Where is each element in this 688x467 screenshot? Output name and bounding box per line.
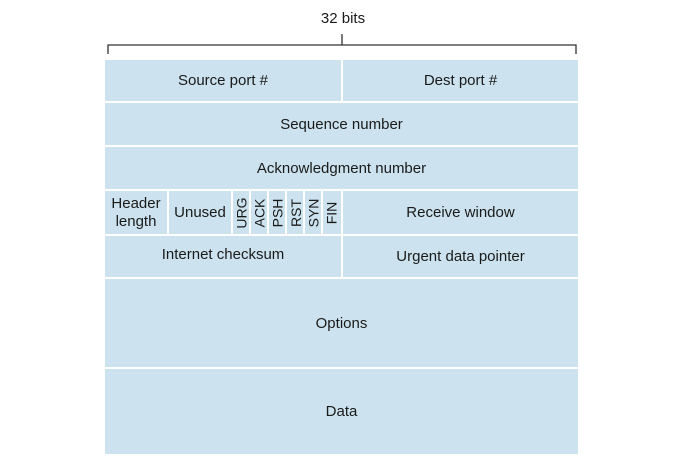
checksum-label: Internet checksum: [161, 246, 285, 263]
source-port-label: Source port #: [177, 72, 269, 89]
row-divider-2: [105, 145, 578, 147]
unused-label: Unused: [174, 204, 226, 221]
sequence-number-field: Sequence number: [105, 103, 578, 145]
bit-width-bracket: [107, 34, 577, 54]
flag-syn: SYN: [305, 192, 322, 234]
flag-psh-label: PSH: [269, 198, 286, 228]
tcp-segment-structure: Source port # Dest port # Sequence numbe…: [105, 60, 578, 454]
col-divider-ports: [341, 60, 343, 101]
flag-ack: ACK: [251, 192, 268, 234]
sequence-number-label: Sequence number: [280, 115, 403, 133]
flag-psh: PSH: [269, 192, 286, 234]
flag-urg: URG: [233, 192, 250, 234]
unused-field: Unused: [169, 191, 231, 234]
flag-fin: FIN: [323, 192, 340, 234]
col-divider-urg: [249, 191, 251, 234]
col-divider-unused: [231, 191, 233, 234]
flag-fin-label: FIN: [323, 201, 340, 225]
options-field: Options: [105, 279, 578, 367]
flag-ack-label: ACK: [251, 198, 268, 228]
ack-number-label: Acknowledgment number: [256, 159, 427, 177]
flag-rst-label: RST: [287, 199, 304, 227]
row-divider-3: [105, 189, 578, 191]
ack-number-field: Acknowledgment number: [105, 147, 578, 189]
col-divider-checksum: [341, 236, 343, 277]
data-field: Data: [105, 369, 578, 454]
flag-syn-label: SYN: [305, 198, 322, 228]
data-label: Data: [325, 403, 358, 420]
urgent-pointer-label: Urgent data pointer: [396, 248, 525, 265]
col-divider-ack: [267, 191, 269, 234]
col-divider-syn: [321, 191, 323, 234]
source-port-field: Source port #: [105, 60, 341, 101]
dest-port-label: Dest port #: [423, 72, 498, 89]
col-divider-rst: [303, 191, 305, 234]
header-length-field: Header length: [105, 191, 167, 234]
checksum-field: Internet checksum: [105, 236, 341, 277]
flag-rst: RST: [287, 192, 304, 234]
row-divider-1: [105, 101, 578, 103]
row-divider-5: [105, 277, 578, 279]
col-divider-header-length: [167, 191, 169, 234]
bit-width-label: 32 bits: [320, 10, 366, 27]
dest-port-field: Dest port #: [343, 60, 578, 101]
col-divider-psh: [285, 191, 287, 234]
row-divider-6: [105, 367, 578, 369]
options-label: Options: [315, 314, 368, 332]
receive-window-label: Receive window: [406, 204, 515, 221]
flag-urg-label: URG: [233, 197, 250, 229]
header-length-label-line2: length: [115, 212, 157, 230]
col-divider-flags: [341, 191, 343, 234]
receive-window-field: Receive window: [343, 191, 578, 234]
header-length-label-line1: Header: [111, 194, 161, 212]
row-divider-4: [105, 234, 578, 236]
urgent-pointer-field: Urgent data pointer: [343, 236, 578, 277]
